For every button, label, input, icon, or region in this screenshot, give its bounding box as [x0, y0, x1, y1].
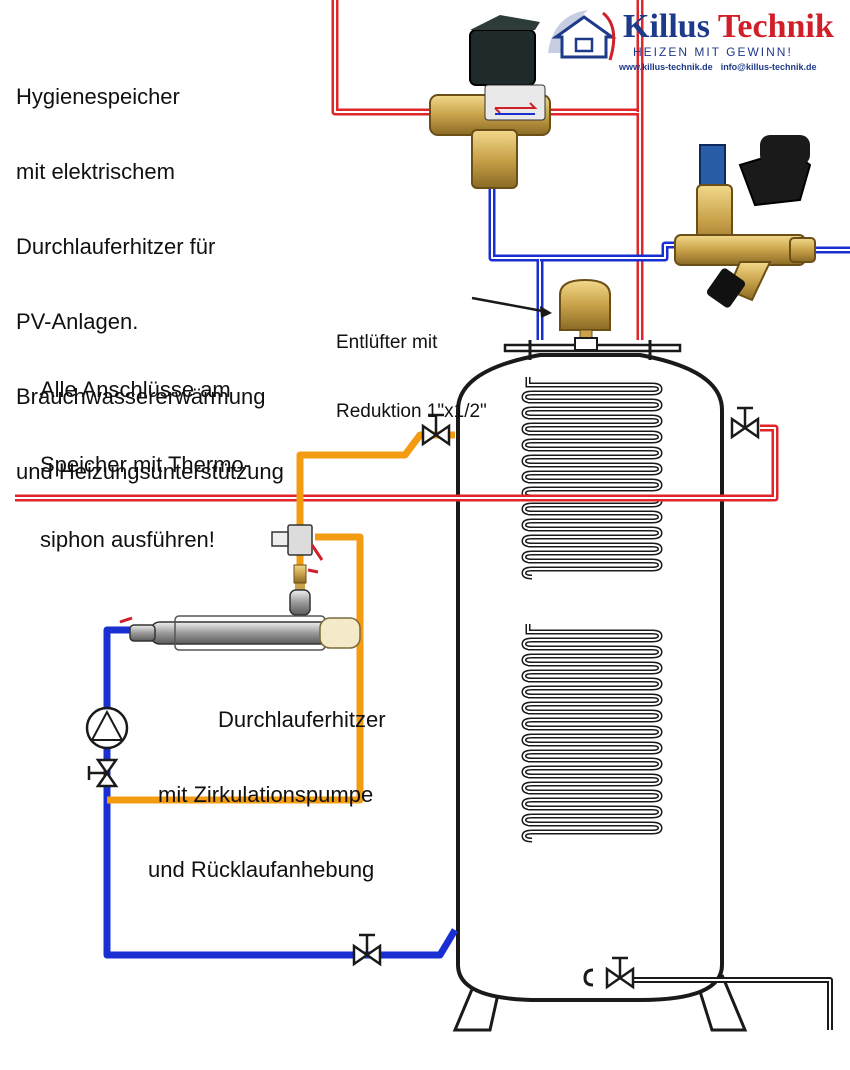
- shutoff-valve-icon[interactable]: [421, 413, 451, 447]
- brand-contact: www.killus-technik.de info@killus-technik…: [619, 62, 824, 72]
- coil-path: [522, 377, 662, 578]
- heater-line: und Rücklaufanhebung: [148, 857, 375, 882]
- brand-name-part2: Technik: [717, 8, 834, 45]
- heat-exchanger-coil-icon: [521, 624, 663, 843]
- heater-line: mit Zirkulationspumpe: [158, 782, 374, 807]
- title-line: und Heizungsunterstützung: [16, 459, 284, 484]
- heater-line: Durchlauferhitzer: [218, 707, 386, 732]
- title-label: Hygienespeicher mit elektrischem Durchla…: [16, 34, 284, 509]
- title-line: PV-Anlagen.: [16, 309, 139, 334]
- flow-heater-icon: [119, 589, 361, 651]
- note-line: Speicher mit Thermo-: [40, 452, 252, 477]
- flow-heater-label: Durchlauferhitzer mit Zirkulationspumpe …: [148, 657, 386, 907]
- three-way-valve-icon: [271, 524, 324, 584]
- safety-group-icon: [674, 135, 816, 308]
- brand-slogan: HEIZEN MIT GEWINN!: [633, 45, 793, 59]
- brand-name: Killus Technik: [623, 9, 834, 45]
- brand-website[interactable]: www.killus-technik.de: [619, 62, 713, 72]
- house-logo-icon: [548, 10, 617, 61]
- shutoff-valve-icon[interactable]: [352, 933, 382, 967]
- note-line: siphon ausführen!: [40, 527, 215, 552]
- hot-water-pipes: [15, 0, 779, 502]
- shutoff-valve-icon[interactable]: [730, 406, 760, 440]
- vent-line: Reduktion 1"x1/2": [336, 401, 487, 422]
- brand-email[interactable]: info@killus-technik.de: [720, 62, 817, 72]
- shutoff-valve-icon[interactable]: [605, 956, 635, 990]
- coil-path: [522, 624, 662, 841]
- pump-icon: [85, 706, 129, 750]
- shutoff-valve-icon[interactable]: [87, 758, 119, 788]
- cold-water-pipes: [103, 185, 850, 1030]
- heat-exchanger-coil-icon: [521, 377, 663, 580]
- drain-valve-icon: [583, 968, 594, 987]
- mixing-valve-icon: [429, 15, 551, 189]
- title-line: Brauchwassererwärmung: [16, 384, 266, 409]
- title-line: Hygienespeicher: [16, 84, 180, 109]
- note-line: Alle Anschlüsse am: [40, 377, 231, 402]
- thermosiphon-note: Alle Anschlüsse am Speicher mit Thermo- …: [40, 327, 251, 577]
- title-line: Durchlauferhitzer für: [16, 234, 216, 259]
- vent-line: Entlüfter mit: [336, 332, 438, 353]
- air-vent-icon: [471, 278, 611, 351]
- brand-name-part1: Killus: [623, 8, 710, 45]
- title-line: mit elektrischem: [16, 159, 175, 184]
- air-vent-label: Entlüfter mit Reduktion 1"x1/2": [336, 285, 487, 446]
- brand-logo: Killus Technik HEIZEN MIT GEWINN! www.ki…: [545, 5, 845, 77]
